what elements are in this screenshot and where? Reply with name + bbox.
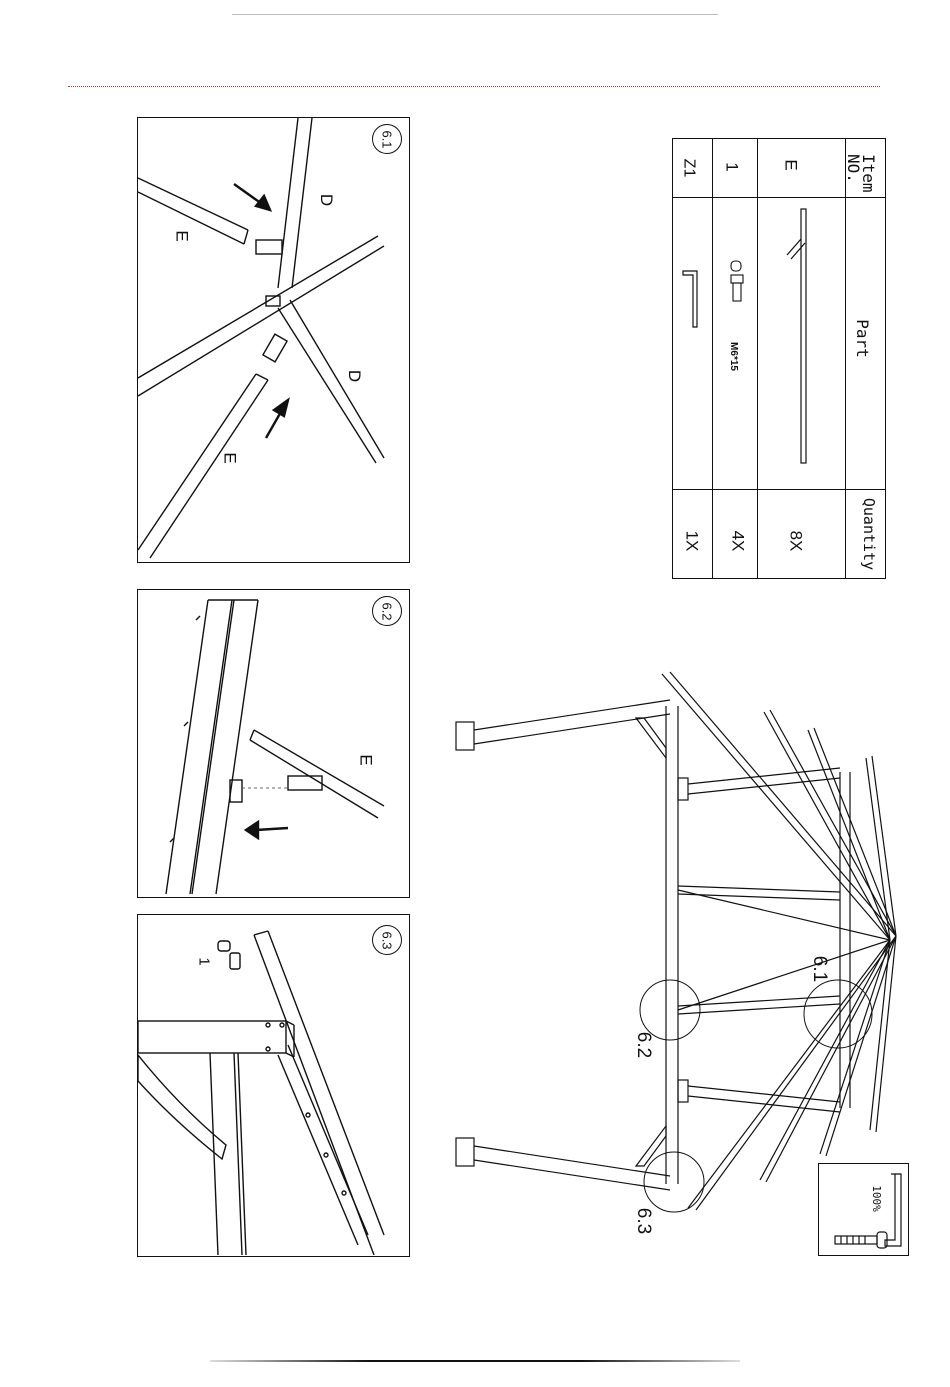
scale-label: 100% [863,1192,890,1205]
part-label-d-top: D [320,190,332,210]
table-divider [673,197,885,198]
detail-6-3-drawing [138,915,408,1255]
detail-panel-6-2: 6.2 E [137,589,410,898]
part-label-e: E [360,750,371,770]
row-z1-item: Z1 [679,159,698,177]
callout-label-6-1: 6.1 [806,958,832,980]
row-e-item: E [785,155,796,175]
detail-6-2-drawing [138,590,408,896]
callout-label-6-2: 6.2 [630,1034,656,1056]
callout-label-6-3: 6.3 [630,1210,656,1232]
gazebo-frame-overview [430,660,900,1240]
row-1-quantity: 4X [727,531,748,551]
row-1-part-label: M6*15 [719,351,748,362]
scale-box: 100% [818,1163,909,1256]
allen-key-icon [679,267,703,331]
part-label-e-bottom: E [224,448,235,468]
parts-table: Item NO. Part Quantity E 8X 1 M6*15 4X Z… [672,138,886,579]
callout-circle-6-3 [644,1152,704,1212]
table-divider [757,139,758,578]
table-divider [845,139,846,578]
row-1-item: 1 [727,157,736,177]
detail-panel-6-3: 6.3 1 [137,914,410,1257]
step-badge-6-2: 6.2 [372,596,402,626]
footer-rule [210,1360,740,1362]
table-divider [712,139,713,578]
bolt-washer-icon [725,259,749,303]
table-divider [673,489,885,490]
part-label-1: 1 [200,953,208,970]
callout-circle-6-1 [804,980,872,1048]
row-z1-quantity: 1X [681,531,702,551]
step-badge-6-1: 6.1 [372,124,402,154]
header-rule-red [68,86,880,87]
actual-size-bolt-and-key-icon [823,1170,905,1252]
row-e-quantity: 8X [785,531,806,551]
header-item-no: Item NO. [841,159,881,190]
header-rule-gray [232,14,718,15]
part-label-e-left: E [176,226,187,246]
long-tube-icon [773,207,813,467]
part-label-d-right: D [348,366,360,386]
header-part: Part [843,329,882,349]
header-quantity: Quantity [833,525,905,543]
step-badge-6-3: 6.3 [372,925,402,955]
detail-panel-6-1: 6.1 D E D E [137,117,410,563]
detail-6-1-drawing [138,118,408,561]
